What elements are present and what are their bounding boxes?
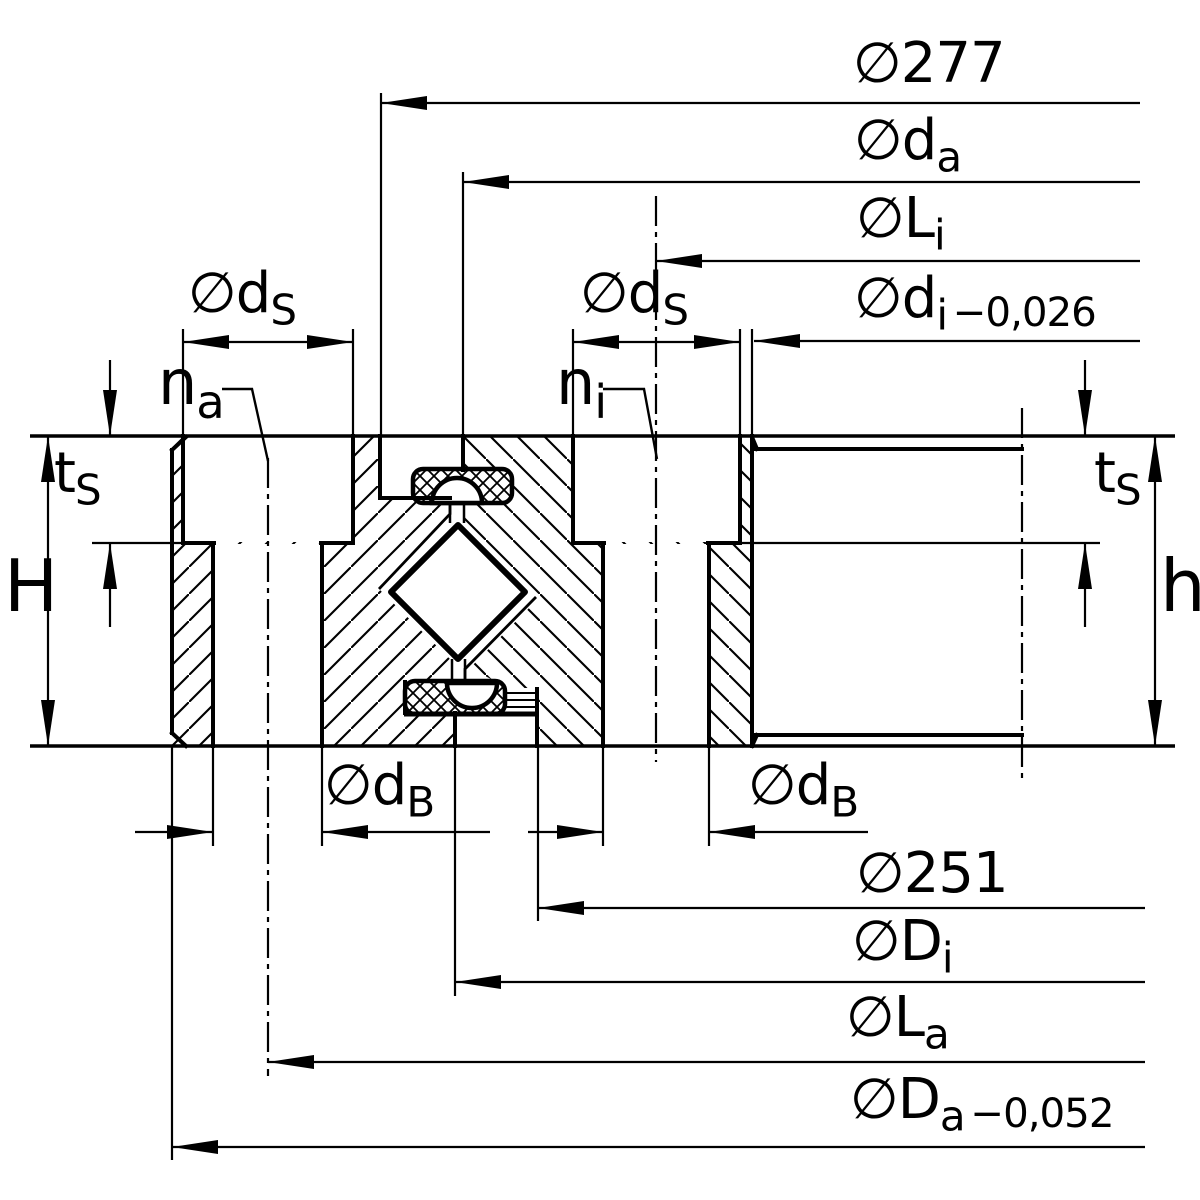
leader-lines	[222, 387, 659, 462]
label-db-left: ∅dB	[324, 753, 435, 827]
arrowheads	[41, 96, 1162, 1154]
roller-stem-bottom	[452, 658, 465, 682]
extension-lines	[92, 93, 1100, 1160]
label-dia-251: ∅251	[856, 841, 1009, 906]
label-dia-di: ∅di−0,026	[854, 266, 1097, 340]
label-dia-Di: ∅Di	[852, 909, 954, 983]
label-h: h	[1160, 544, 1200, 628]
dimension-lines	[46, 101, 1157, 1149]
label-ds-left: ∅dS	[188, 261, 297, 335]
section-outlines	[169, 434, 1024, 749]
label-ni: ni	[556, 346, 607, 429]
label-ts-left: tS	[54, 441, 102, 515]
label-db-right: ∅dB	[748, 753, 859, 827]
label-ds-right: ∅dS	[580, 261, 689, 335]
ni-leader	[603, 387, 659, 460]
label-H: H	[4, 544, 58, 628]
na-leader	[222, 387, 270, 462]
seal-top	[410, 466, 515, 506]
label-dia-da: ∅da	[854, 108, 962, 182]
label-na: na	[158, 346, 225, 429]
crossed-roller	[388, 522, 528, 662]
seal-bottom-lip	[444, 680, 500, 711]
seal-bottom	[402, 678, 538, 717]
label-dia-277: ∅277	[853, 31, 1006, 96]
label-ts-right: tS	[1094, 441, 1142, 515]
label-dia-La: ∅La	[846, 985, 950, 1059]
seal-clamp-lines	[505, 692, 537, 708]
centerlines	[266, 196, 1024, 1076]
label-dia-Da: ∅Da−0,052	[850, 1067, 1114, 1141]
label-dia-Li: ∅Li	[856, 186, 946, 260]
